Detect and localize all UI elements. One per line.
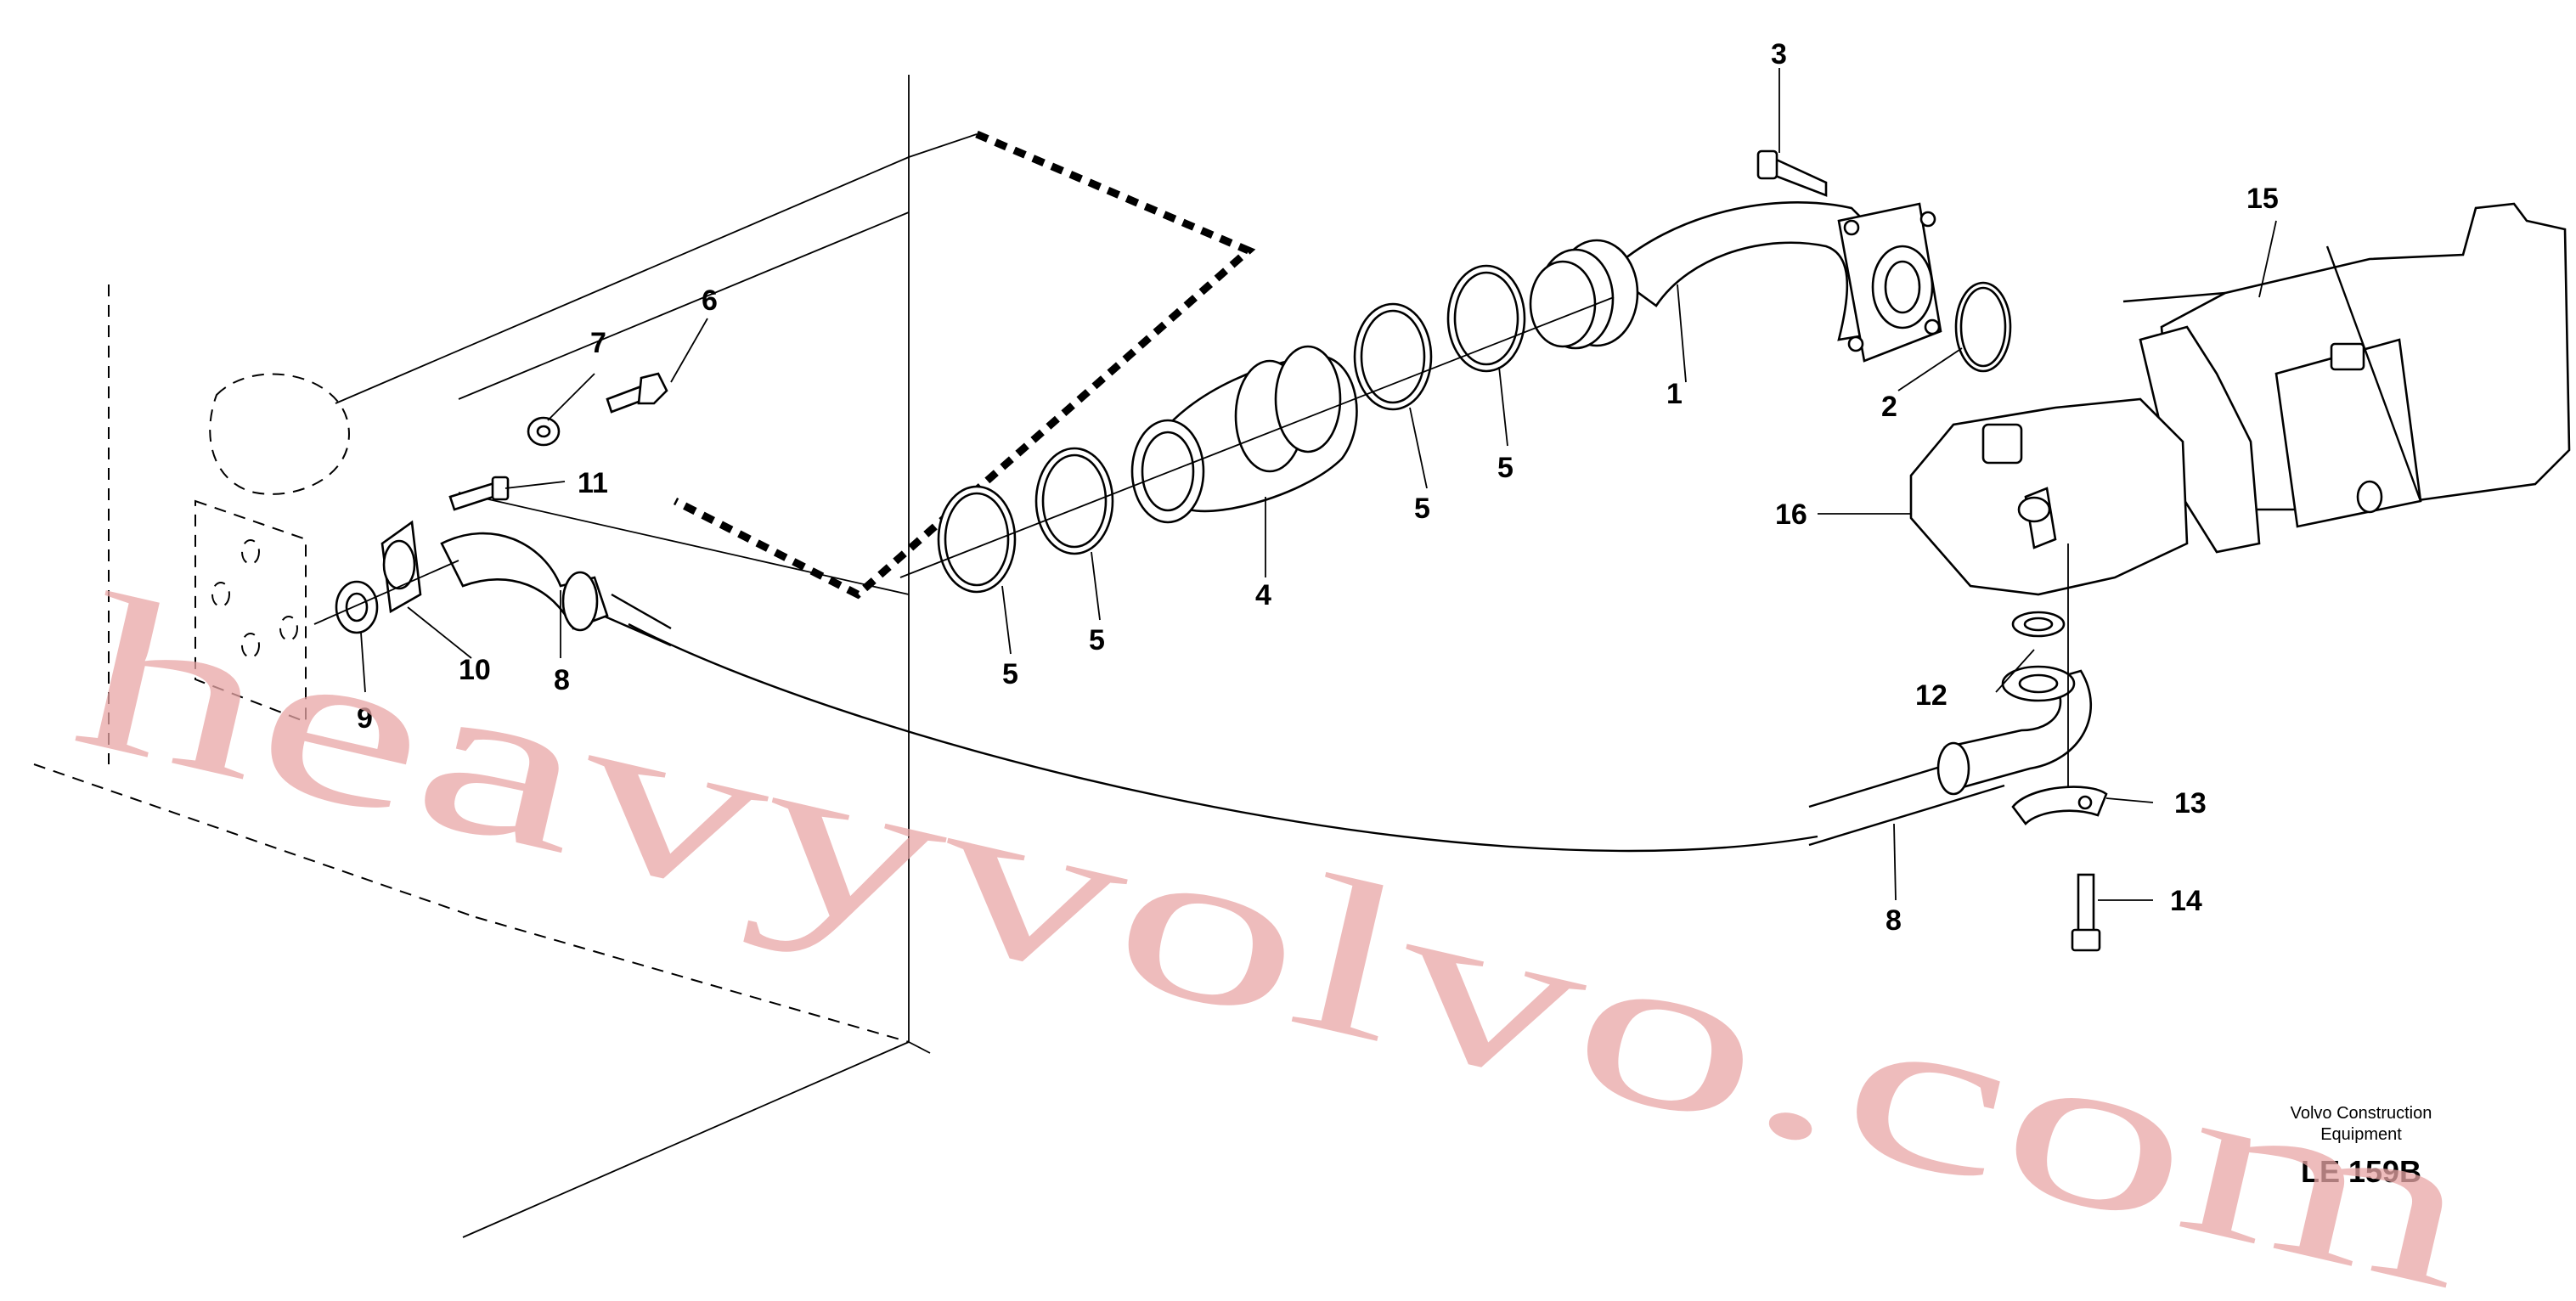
callout-13: 13: [2174, 787, 2207, 819]
screw-14: [2071, 873, 2101, 952]
drawing-code: LE 159B: [2301, 1154, 2421, 1189]
screw-11: [448, 476, 510, 511]
hatched-plate: [673, 130, 1256, 600]
callout-5c: 5: [1414, 493, 1430, 525]
washer-7: [527, 416, 561, 447]
watermark-text: heavyvolvo.com: [57, 548, 2495, 1297]
bolt-3: [1756, 149, 1828, 197]
callout-16: 16: [1775, 498, 1807, 531]
hose-assembly-8: [440, 532, 2093, 853]
pump-15: [2122, 202, 2571, 554]
callout-8a: 8: [554, 664, 570, 696]
callouts: 1 2 3 4 5 5 5 5 6 7 8 8 9 10 11 12 13 14…: [357, 38, 2279, 937]
assembly-axis: [899, 296, 1615, 578]
frame-lines: [33, 75, 931, 1238]
callout-1: 1: [1666, 378, 1683, 410]
callout-6: 6: [702, 284, 718, 317]
washer-9: [335, 580, 379, 634]
watermark: heavyvolvo.com: [57, 548, 2495, 1301]
callout-11: 11: [578, 467, 608, 499]
credit-line-2: Equipment: [2320, 1125, 2402, 1144]
clip-13: [2011, 786, 2108, 825]
credit-line-1: Volvo Construction: [2291, 1104, 2432, 1123]
callout-5d: 5: [1497, 452, 1513, 484]
callout-9: 9: [357, 702, 373, 735]
rubber-hose-4: [1130, 345, 1358, 524]
callout-2: 2: [1881, 391, 1897, 423]
callout-8b: 8: [1885, 904, 1902, 937]
mounting-block: [194, 373, 350, 724]
callout-12: 12: [1915, 679, 1948, 712]
screw-6: [606, 372, 668, 414]
suction-pipe-1: [1529, 201, 1942, 363]
callout-4: 4: [1255, 579, 1271, 611]
o-ring-2: [1954, 281, 2012, 373]
leader-lines: [360, 68, 2277, 901]
flange-10: [380, 520, 422, 614]
callout-15: 15: [2246, 183, 2279, 215]
callout-5b: 5: [1089, 624, 1105, 656]
callout-14: 14: [2170, 885, 2202, 917]
callout-10: 10: [459, 654, 491, 686]
valve-block-16: [1909, 397, 2189, 798]
callout-7: 7: [590, 327, 606, 359]
title-block: Volvo Construction Equipment LE 159B: [2291, 1104, 2432, 1189]
callout-3: 3: [1771, 38, 1787, 70]
callout-5a: 5: [1002, 658, 1018, 690]
seals-12: [2011, 611, 2066, 638]
hose-clamps-5: [937, 264, 1526, 594]
